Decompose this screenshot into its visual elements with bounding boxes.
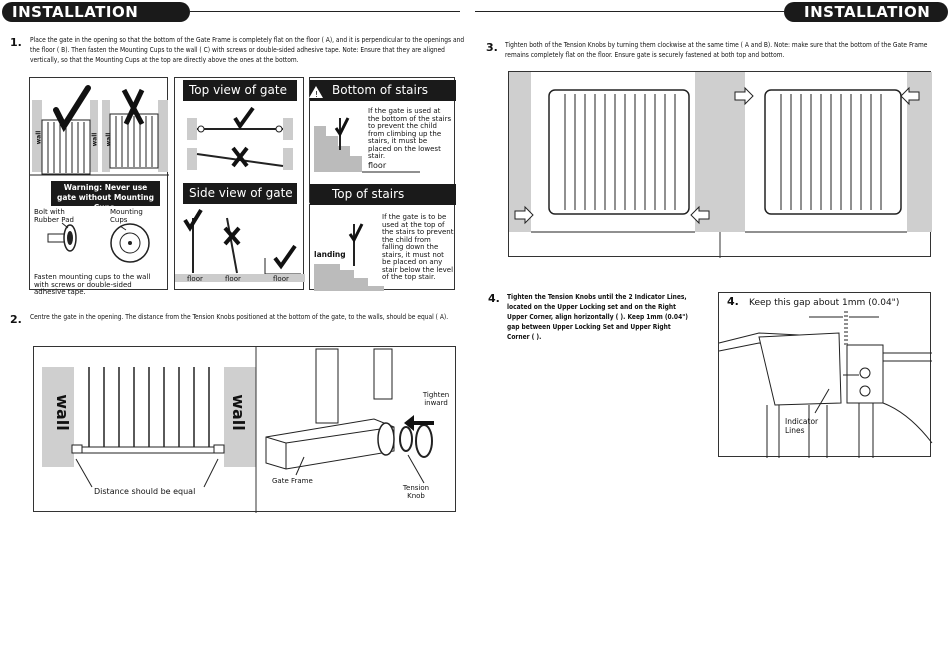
floor-label-b1: floor <box>187 275 203 283</box>
floor-label-b2: floor <box>225 275 241 283</box>
top-view-title: Top view of gate <box>183 80 297 101</box>
gap-detail-illustration <box>718 311 933 458</box>
gate-frame-label: Gate Frame <box>272 477 313 485</box>
header-rule-right <box>475 11 784 12</box>
top-stairs-text: If the gate is to be used at the top of … <box>382 213 454 281</box>
tension-knob-label: Tension Knob <box>402 484 430 500</box>
wall-label-left: wall <box>52 394 72 431</box>
gate-placement-illustration <box>30 85 169 176</box>
wall-label-right: wall <box>228 394 248 431</box>
step4-panel: 4. Keep this gap about 1mm (0.04") Indic… <box>718 292 933 458</box>
tighten-label: Tighten inward <box>422 391 450 407</box>
step2-number: 2. <box>10 313 22 326</box>
installation-header-left: INSTALLATION <box>2 2 190 22</box>
step4-panel-number: 4. <box>727 295 739 308</box>
step1-number: 1. <box>10 36 22 49</box>
distance-label: Distance should be equal <box>94 487 196 496</box>
fasten-note: Fasten mounting cups to the wall with sc… <box>34 273 151 296</box>
top-stairs-title: Top of stairs <box>310 184 456 205</box>
centering-illustration <box>42 347 434 513</box>
step1-panel-a: wall wall wall Warning: Never use gate w… <box>29 77 169 296</box>
landing-label: landing <box>314 250 346 259</box>
header-rule-left <box>190 11 460 12</box>
step1-panel-b: Top view of gate Side view of gate floor… <box>174 77 305 290</box>
installation-header-right: INSTALLATION <box>784 2 948 22</box>
floor-label-b3: floor <box>273 275 289 283</box>
svg-text:!: ! <box>315 90 318 99</box>
side-view-title: Side view of gate <box>183 183 297 204</box>
top-view-illustration <box>187 106 293 170</box>
step3-text: Tighten both of the Tension Knobs by tur… <box>505 41 928 59</box>
warning-banner: Warning: Never use gate without Mounting… <box>51 181 160 212</box>
side-view-illustration <box>175 208 305 282</box>
step1-text: Place the gate in the opening so that th… <box>30 36 465 64</box>
step4-panel-title: Keep this gap about 1mm (0.04") <box>749 298 900 308</box>
bolt-and-cup-icons <box>47 222 150 263</box>
bolt-label: Bolt with Rubber Pad <box>34 208 74 224</box>
step4-number: 4. <box>488 292 500 305</box>
tension-knob-illustration <box>509 72 932 258</box>
step3-number: 3. <box>486 41 498 54</box>
step2-text: Centre the gate in the opening. The dist… <box>30 313 449 321</box>
step4-text: Tighten the Tension Knobs until the 2 In… <box>507 293 688 341</box>
step1-panel-c: Bottom of stairs ! If the gate is used a… <box>309 77 456 291</box>
bottom-stairs-title: Bottom of stairs <box>310 80 456 101</box>
indicator-lines-label: Indicator Lines <box>785 417 819 435</box>
cups-label: Mounting Cups <box>110 208 143 224</box>
step3-panel <box>508 71 932 258</box>
floor-label-c: floor <box>368 161 387 170</box>
bottom-stairs-text: If the gate is used at the bottom of the… <box>368 107 452 160</box>
step2-panel: wall wall Distance should be equal Tight… <box>33 346 456 513</box>
